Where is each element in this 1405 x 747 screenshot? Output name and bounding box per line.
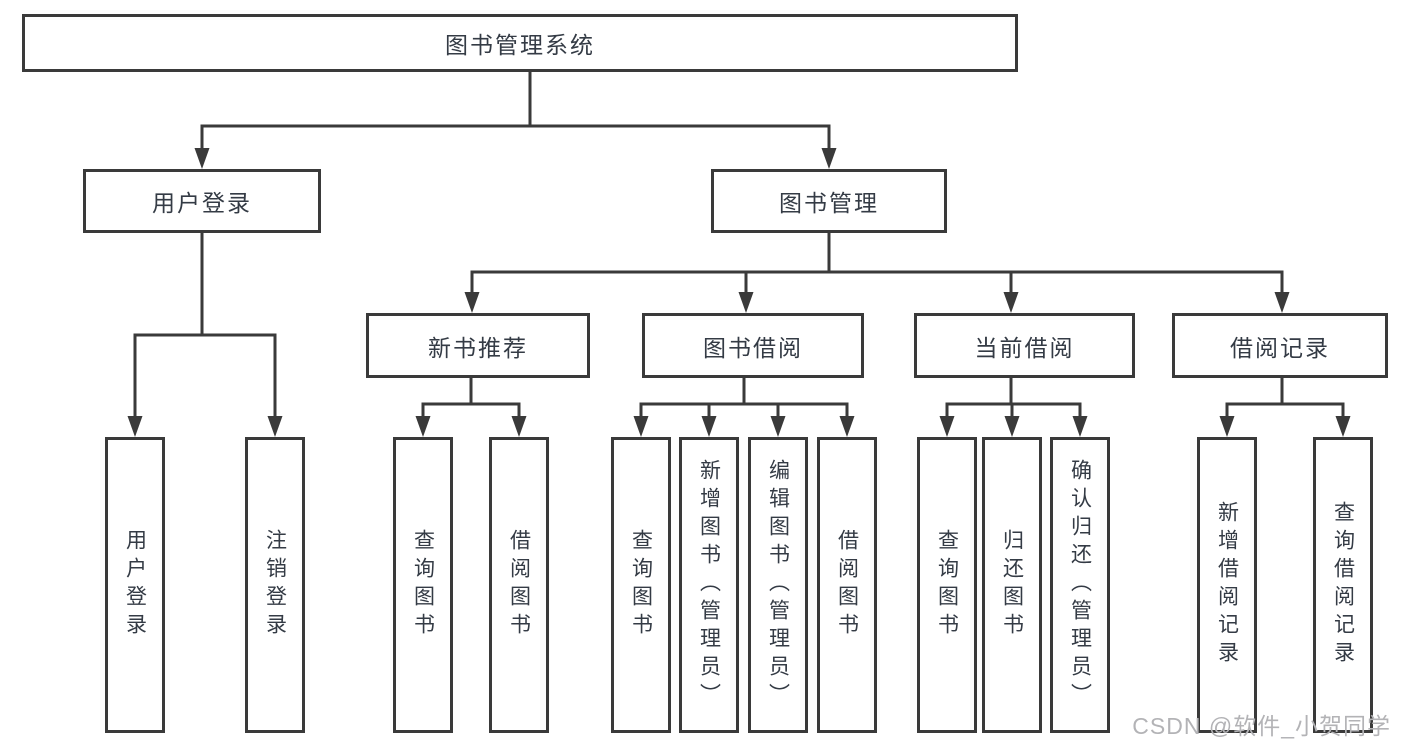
leaf-user-login: 用户登录 (105, 437, 165, 733)
leaf-current-confirm-return-admin: 确认归还（管理员） (1050, 437, 1110, 733)
leaf-newrec-borrow-books: 借阅图书 (489, 437, 549, 733)
leaf-current-return-books: 归还图书 (982, 437, 1042, 733)
node-current-borrowing: 当前借阅 (914, 313, 1135, 378)
leaf-records-query-borrow-record: 查询借阅记录 (1313, 437, 1373, 733)
node-borrowing-records: 借阅记录 (1172, 313, 1388, 378)
node-user-login: 用户登录 (83, 169, 321, 233)
leaf-borrowing-query-books: 查询图书 (611, 437, 671, 733)
leaf-borrowing-edit-books-admin: 编辑图书（管理员） (748, 437, 808, 733)
node-library-management-system: 图书管理系统 (22, 14, 1018, 72)
leaf-records-add-borrow-record: 新增借阅记录 (1197, 437, 1257, 733)
node-new-book-recommendation: 新书推荐 (366, 313, 590, 378)
leaf-current-query-books: 查询图书 (917, 437, 977, 733)
leaf-borrowing-add-books-admin: 新增图书（管理员） (679, 437, 739, 733)
watermark-text: CSDN @软件_小贺同学 (1132, 713, 1391, 739)
node-book-management: 图书管理 (711, 169, 947, 233)
leaf-logout-login: 注销登录 (245, 437, 305, 733)
node-book-borrowing: 图书借阅 (642, 313, 864, 378)
leaf-newrec-query-books: 查询图书 (393, 437, 453, 733)
leaf-borrowing-borrow-books: 借阅图书 (817, 437, 877, 733)
